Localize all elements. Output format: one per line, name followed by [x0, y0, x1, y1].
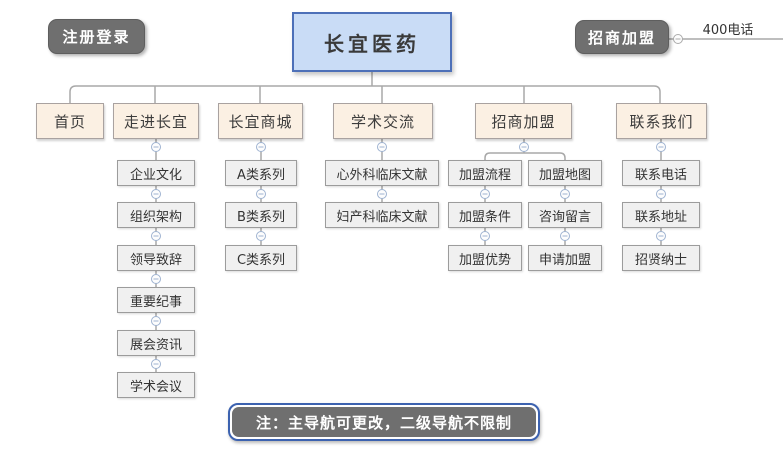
collapse-icon[interactable]: [151, 231, 161, 241]
site-title-node[interactable]: 长宜医药: [292, 12, 452, 72]
note-text: 注：主导航可更改，二级导航不限制: [232, 407, 536, 437]
subnav-item-apply-join[interactable]: 申请加盟: [528, 245, 602, 271]
subnav-item-obstetrics-literature[interactable]: 妇产科临床文献: [325, 202, 439, 228]
subnav-item-join-advantages[interactable]: 加盟优势: [448, 245, 522, 271]
nav-item-academic[interactable]: 学术交流: [333, 103, 433, 139]
subnav-item-milestones[interactable]: 重要纪事: [117, 287, 195, 313]
subnav-item-join-process[interactable]: 加盟流程: [448, 160, 522, 186]
subnav-item-org-structure[interactable]: 组织架构: [117, 202, 195, 228]
collapse-icon[interactable]: [377, 142, 387, 152]
collapse-icon[interactable]: [151, 274, 161, 284]
collapse-icon[interactable]: [673, 34, 683, 44]
register-login-button[interactable]: 注册登录: [48, 19, 145, 54]
subnav-item-corporate-culture[interactable]: 企业文化: [117, 160, 195, 186]
nav-item-contact[interactable]: 联系我们: [616, 103, 707, 139]
collapse-icon[interactable]: [256, 189, 266, 199]
subnav-item-join-map[interactable]: 加盟地图: [528, 160, 602, 186]
phone-400-label: 400电话: [702, 22, 754, 38]
subnav-item-contact-phone[interactable]: 联系电话: [622, 160, 700, 186]
subnav-item-contact-address[interactable]: 联系地址: [622, 202, 700, 228]
note-node[interactable]: 注：主导航可更改，二级导航不限制: [228, 403, 540, 441]
subnav-item-inquiry-message[interactable]: 咨询留言: [528, 202, 602, 228]
subnav-item-expo-news[interactable]: 展会资讯: [117, 330, 195, 356]
collapse-icon[interactable]: [480, 231, 490, 241]
collapse-icon[interactable]: [256, 142, 266, 152]
collapse-icon[interactable]: [151, 142, 161, 152]
subnav-item-leader-speech[interactable]: 领导致辞: [117, 245, 195, 271]
collapse-icon[interactable]: [560, 189, 570, 199]
subnav-item-series-b[interactable]: B类系列: [225, 202, 297, 228]
franchise-badge-button[interactable]: 招商加盟: [575, 20, 669, 54]
subnav-item-cardiac-literature[interactable]: 心外科临床文献: [325, 160, 439, 186]
collapse-icon[interactable]: [377, 189, 387, 199]
subnav-item-series-c[interactable]: C类系列: [225, 245, 297, 271]
collapse-icon[interactable]: [151, 359, 161, 369]
collapse-icons: [151, 34, 683, 369]
subnav-item-recruitment[interactable]: 招贤纳士: [622, 245, 700, 271]
collapse-icon[interactable]: [656, 189, 666, 199]
collapse-icon[interactable]: [560, 231, 570, 241]
subnav-item-join-conditions[interactable]: 加盟条件: [448, 202, 522, 228]
nav-item-home[interactable]: 首页: [36, 103, 104, 139]
nav-item-about[interactable]: 走进长宜: [113, 103, 199, 139]
collapse-icon[interactable]: [256, 231, 266, 241]
collapse-icon[interactable]: [656, 231, 666, 241]
collapse-icon[interactable]: [151, 189, 161, 199]
collapse-icon[interactable]: [151, 316, 161, 326]
collapse-icon[interactable]: [480, 189, 490, 199]
subnav-item-academic-meetings[interactable]: 学术会议: [117, 372, 195, 398]
nav-item-franchise[interactable]: 招商加盟: [475, 103, 572, 139]
subnav-item-series-a[interactable]: A类系列: [225, 160, 297, 186]
collapse-icon[interactable]: [519, 142, 529, 152]
collapse-icon[interactable]: [656, 142, 666, 152]
nav-item-mall[interactable]: 长宜商城: [218, 103, 303, 139]
